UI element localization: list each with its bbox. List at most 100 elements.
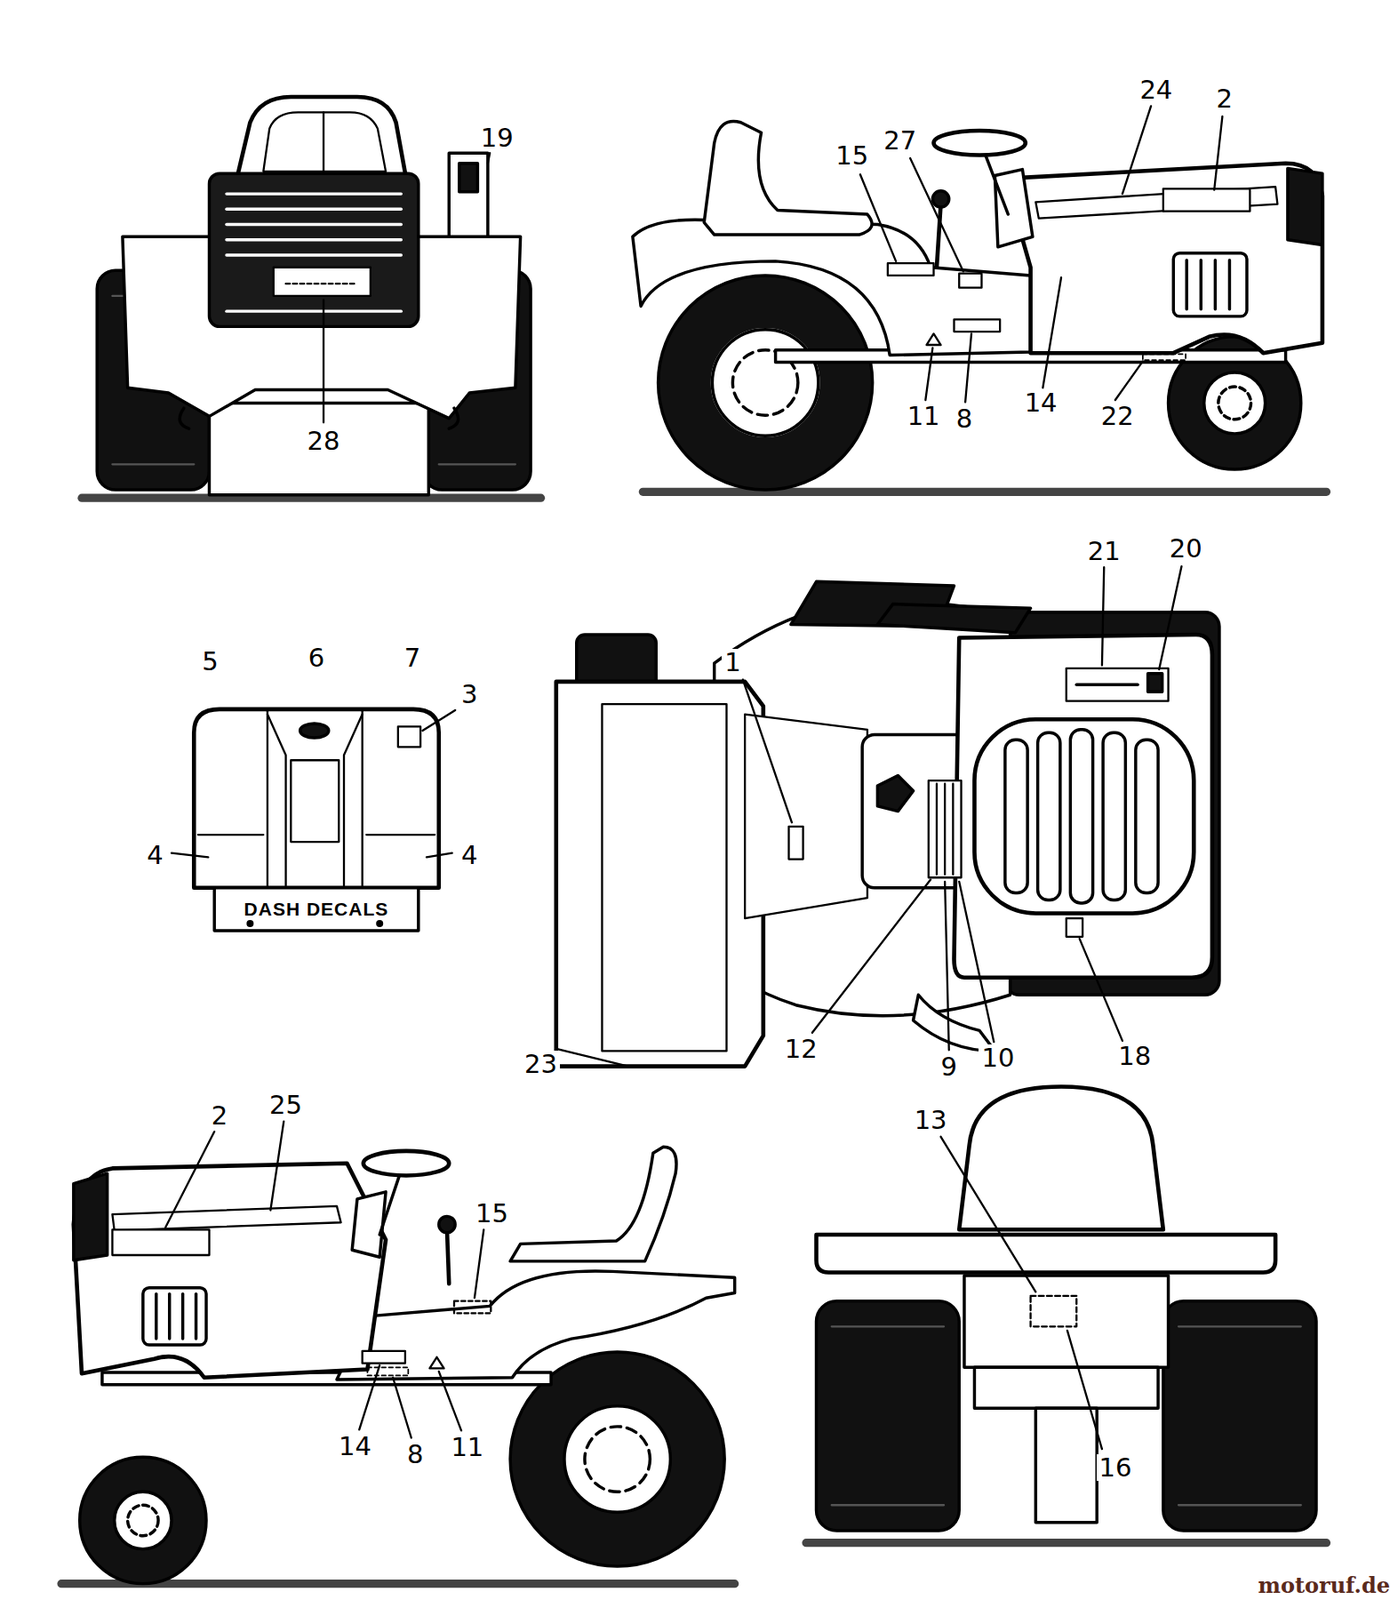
top-view-part-part	[944, 881, 950, 1050]
callout-number: 8	[404, 1440, 426, 1468]
side-view-left-part	[111, 1206, 341, 1231]
side-view-left-part	[336, 1270, 735, 1380]
side-view-left-part	[379, 1173, 400, 1235]
front-view-part-part	[226, 238, 401, 241]
side-view-left-part-part	[154, 1294, 158, 1340]
callout-number: 22	[1098, 402, 1137, 430]
rear-view-part	[1030, 1295, 1078, 1327]
side-view-left-part	[362, 1350, 406, 1364]
side-view-right-part	[932, 191, 949, 208]
side-view-left-part	[564, 1405, 671, 1512]
callout-number: 4	[143, 841, 166, 869]
top-view-part	[601, 703, 727, 1051]
side-view-right-part	[1035, 186, 1278, 219]
top-view-part	[877, 774, 913, 811]
callout-number: 4	[458, 841, 480, 869]
front-view-part	[236, 96, 407, 179]
side-view-right-part	[887, 263, 935, 276]
front-view-part-part	[226, 253, 401, 256]
side-view-right-part	[1173, 253, 1247, 317]
side-view-right-part-part	[1214, 260, 1217, 310]
rear-view-part	[831, 1503, 944, 1506]
side-view-left-part-part	[165, 1131, 215, 1228]
side-view-right-part-part	[1228, 260, 1231, 310]
dash-panel-part-part	[426, 853, 453, 858]
dash-panel-part	[377, 921, 383, 927]
side-view-left-part	[111, 1229, 209, 1255]
side-view-left-part-part	[167, 1294, 171, 1340]
callout-number: 15	[472, 1199, 512, 1227]
front-view	[81, 96, 542, 498]
top-view-part-part	[1102, 732, 1126, 900]
side-view-left-part	[143, 1287, 207, 1345]
callout-number: 15	[832, 142, 871, 169]
dash-panel-part	[361, 710, 364, 886]
side-view-left-part-part	[181, 1294, 184, 1340]
top-view-part	[789, 826, 804, 860]
rear-view-part	[1178, 1325, 1302, 1327]
side-view-right-part-part	[1199, 260, 1203, 310]
front-view-part	[487, 152, 490, 163]
top-view-part	[1076, 683, 1138, 687]
tractor-illustration-part	[61, 96, 1327, 1584]
top-view-part	[974, 718, 1194, 913]
side-view-left-part-part	[194, 1294, 198, 1340]
callout-number: 9	[938, 1053, 960, 1080]
front-view-part-part	[226, 309, 401, 312]
top-view-part	[913, 994, 996, 1051]
callout-number: 19	[478, 124, 517, 152]
callout-number: 2	[208, 1102, 231, 1129]
callout-number: 24	[1136, 76, 1175, 104]
side-view-left-part	[127, 1504, 159, 1535]
dash-panel-part	[398, 726, 421, 747]
side-view-right-part	[658, 275, 873, 490]
front-view-part	[322, 111, 325, 172]
front-view-part	[448, 152, 488, 237]
dash-panel-part	[366, 833, 435, 836]
callout-number: 5	[199, 647, 221, 675]
callout-number: 7	[401, 644, 424, 672]
callout-number: 16	[1096, 1453, 1135, 1481]
side-view-left-part-part	[270, 1121, 284, 1211]
top-view-part	[556, 681, 764, 1067]
front-view-part	[459, 163, 479, 192]
rear-view-part	[941, 1136, 1103, 1449]
callout-number: 28	[304, 427, 344, 455]
side-view-right-part	[1287, 167, 1323, 245]
side-view-left-part-part	[392, 1377, 412, 1438]
front-view-part	[226, 193, 401, 312]
side-view-right-part	[1218, 386, 1252, 420]
callout-number: 14	[1022, 389, 1061, 416]
callout-number: 10	[978, 1044, 1017, 1071]
side-view-left-part	[584, 1426, 650, 1492]
callout-number: 14	[335, 1432, 375, 1460]
side-view-right-part-part	[965, 333, 972, 402]
side-view-right-part-part	[1042, 277, 1062, 388]
side-view-left-part	[454, 1301, 491, 1314]
rear-view-part	[816, 1234, 1277, 1272]
top-view-part	[928, 780, 962, 878]
dash-panel-part	[267, 714, 363, 887]
dash-panel-part	[193, 709, 440, 888]
callout-number: 21	[1085, 537, 1124, 565]
side-view-left-part	[73, 1163, 386, 1378]
rear-view	[806, 1086, 1327, 1543]
callout-number: 6	[305, 644, 328, 672]
front-view-part	[263, 111, 386, 172]
dash-panel	[171, 709, 456, 931]
side-view-right-part	[711, 329, 818, 436]
top-view-part	[557, 566, 1183, 1068]
front-view-part	[322, 300, 325, 424]
dash-panel-part-part	[422, 710, 456, 731]
side-view-right-part	[703, 120, 872, 235]
front-view-part	[179, 407, 458, 429]
top-view-part-part	[1135, 739, 1159, 893]
side-view-right-part-part	[1115, 360, 1143, 400]
side-view-left-part	[73, 1173, 108, 1261]
top-view-part	[1066, 918, 1083, 937]
front-view-part	[208, 173, 418, 327]
rear-view-part-part	[1067, 1330, 1103, 1449]
side-view-left-part	[367, 1366, 408, 1375]
